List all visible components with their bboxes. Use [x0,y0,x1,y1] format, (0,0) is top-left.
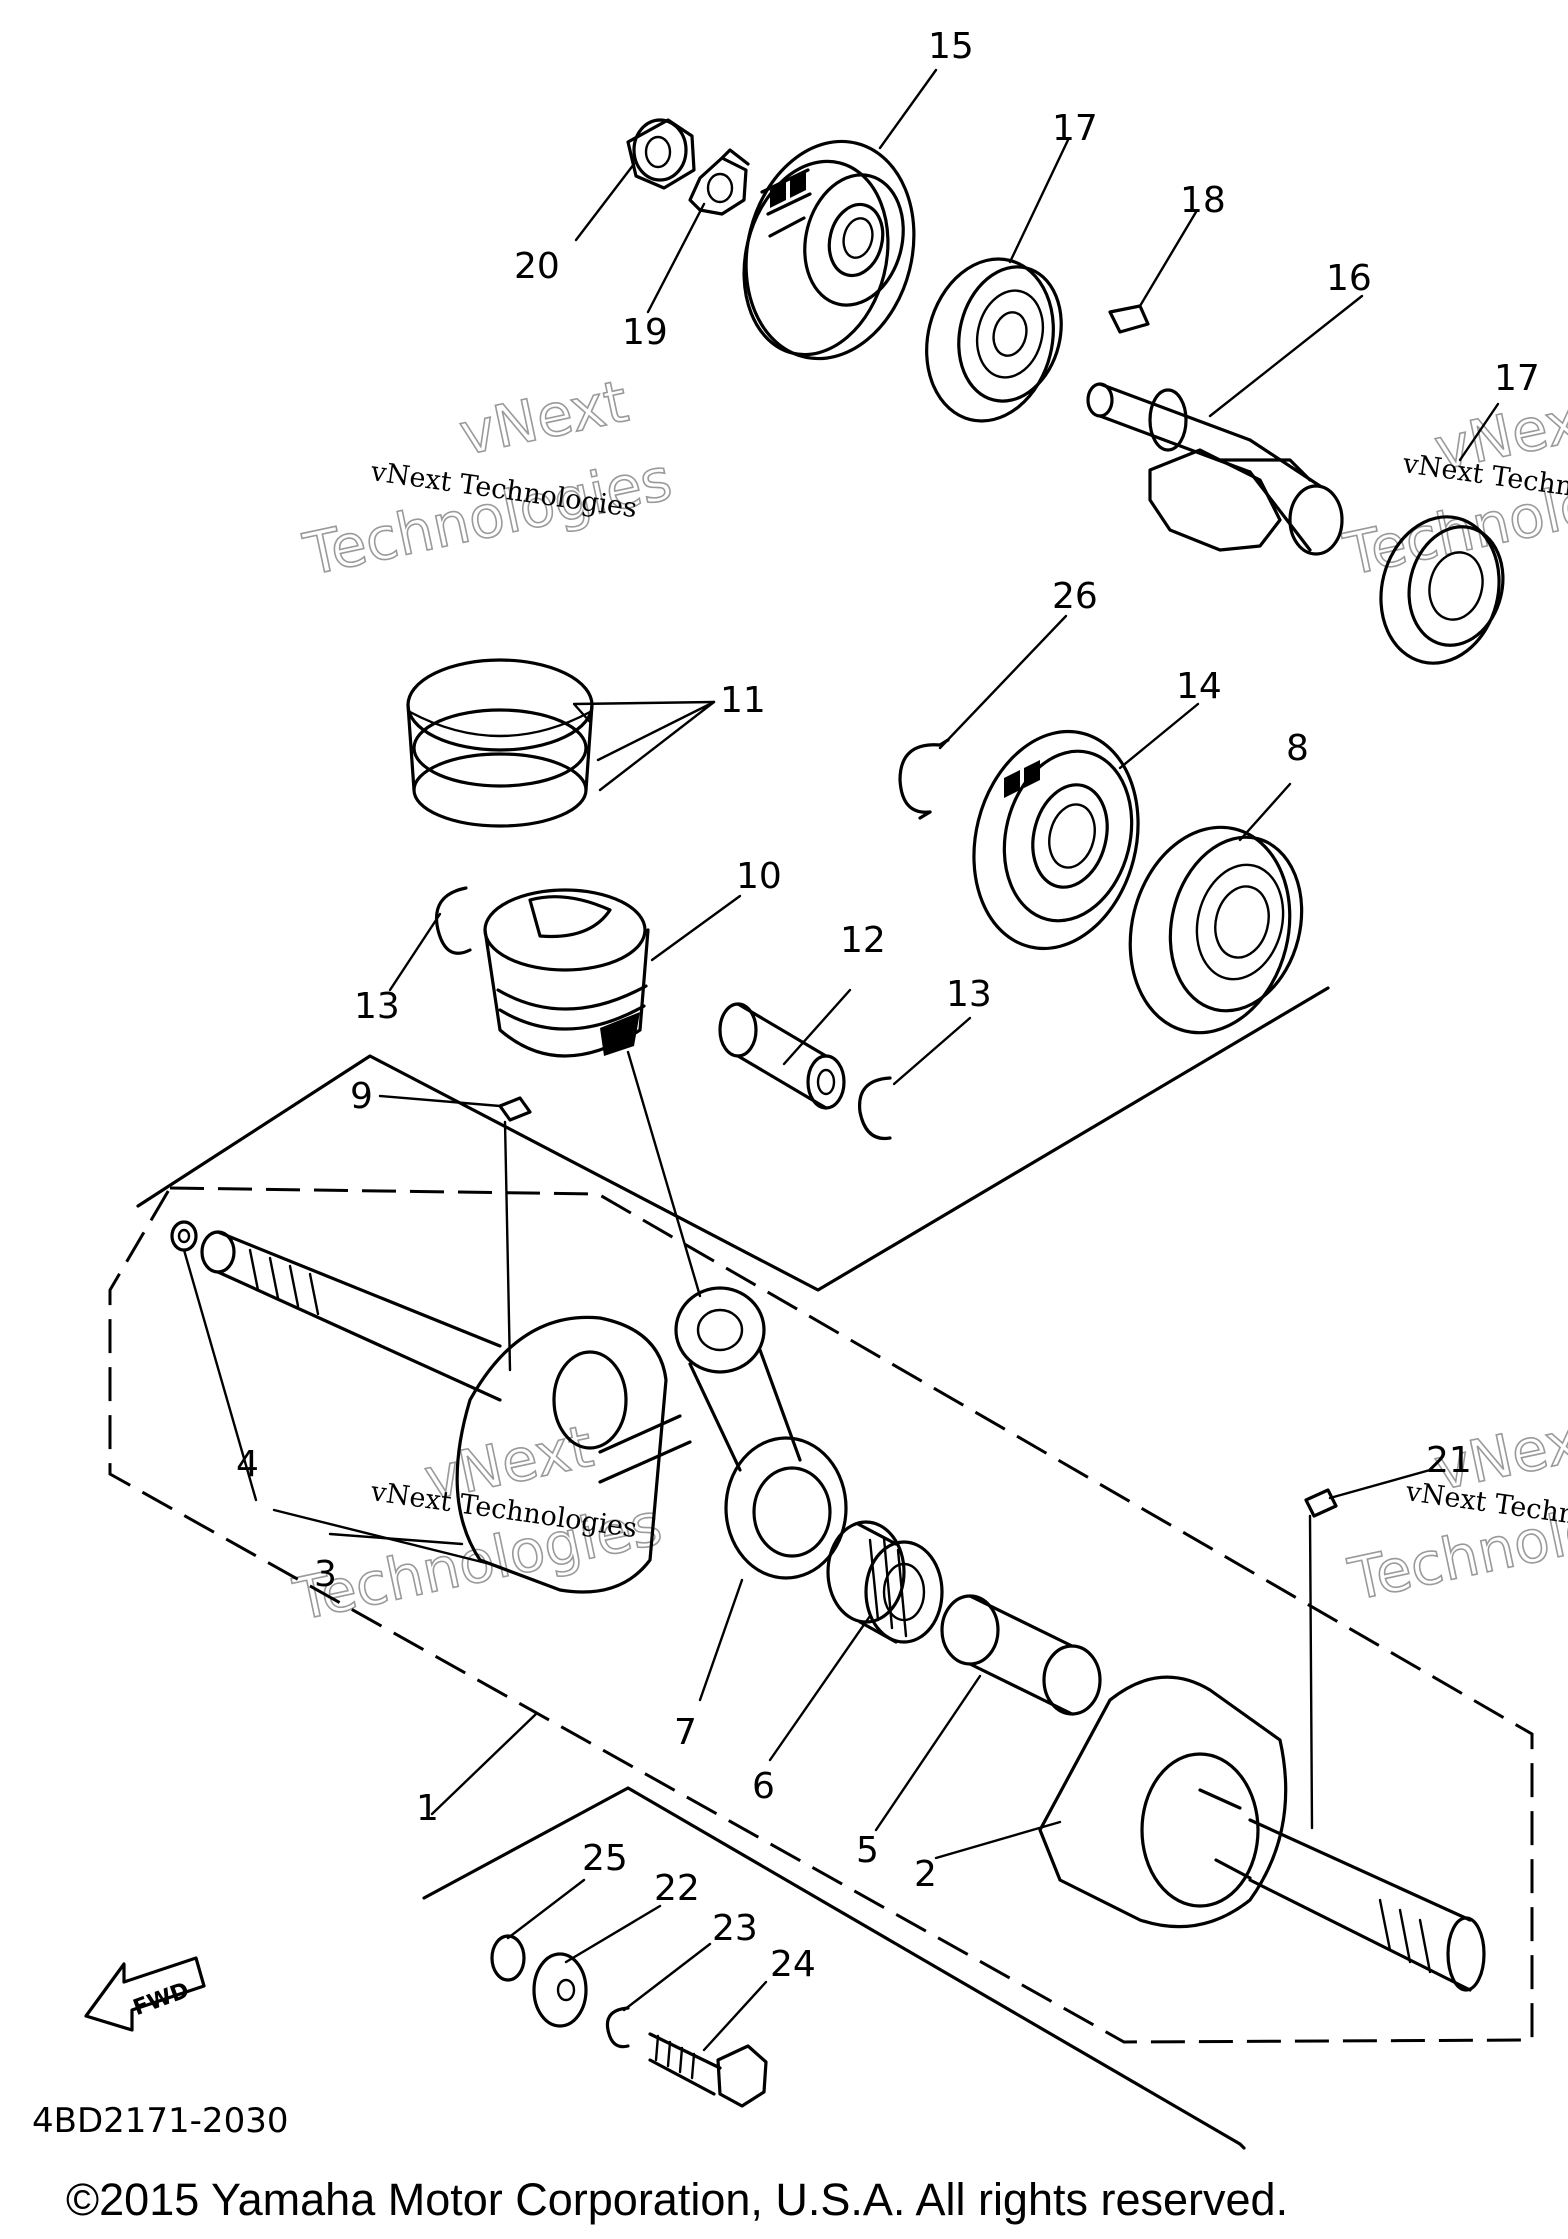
part-24-bolt [648,2032,768,2108]
callout-16: 16 [1326,258,1372,299]
part-16-balancer-shaft [1086,382,1344,556]
part-26-circlip [898,738,950,820]
watermark-right-bottom: vNext Technologies vNext Technologies [1342,1401,1568,1615]
callout-24: 24 [770,1944,816,1985]
crankshaft-assembly-outline [108,1186,1534,2044]
part-8-bearing [1128,825,1304,1035]
part-7-connecting-rod [674,1286,848,1580]
part-17-bearing-upper [925,257,1063,423]
part-20-nut [626,118,696,190]
part-10-piston [483,888,650,1058]
callout-9: 9 [350,1076,373,1117]
callout-labels: 15 17 18 16 17 20 19 26 14 8 11 10 12 13… [236,26,1540,1985]
part-18-key [1108,304,1150,334]
bottom-group-outline [422,1786,1246,2150]
callout-5: 5 [856,1830,879,1871]
fwd-label: FWD [130,1978,193,2021]
callout-8: 8 [1286,728,1309,769]
part-12-piston-pin [718,1002,846,1110]
piston-group-outline [136,986,1330,1292]
part-15-gear [742,139,916,361]
part-14-gear [972,729,1140,951]
part-3-crank-left [200,1230,692,1594]
part-23-circlip [605,2006,630,2049]
callout-23: 23 [712,1908,758,1949]
watermark-right-top: vNext Technologies vNext Technologies [1337,381,1568,590]
part-17-bearing-right [1379,515,1505,665]
diagram-code: 4BD2171-2030 [32,2101,288,2141]
part-21-key [1304,1488,1338,1518]
callout-4: 4 [236,1444,259,1485]
part-5-crank-pin [940,1594,1102,1716]
watermark-outline: vNext [454,367,634,469]
part-19-lock-washer [688,148,750,216]
part-25-o-ring [490,1934,526,1982]
copyright-notice: ©2015 Yamaha Motor Corporation, U.S.A. A… [66,2174,1288,2225]
part-13-circlip-left [435,886,472,955]
callout-6: 6 [752,1766,775,1807]
part-13-circlip-right [857,1076,892,1141]
callout-14: 14 [1176,666,1222,707]
callout-11: 11 [720,680,766,721]
watermark-top: vNext Technologies vNext Technologies [297,366,678,590]
part-2-crank-right [1038,1675,1486,1992]
callout-15: 15 [928,26,974,67]
callout-22: 22 [654,1868,700,1909]
callout-12: 12 [840,920,886,961]
part-11-piston-rings [406,658,594,828]
leader-lines [182,68,1500,2052]
callout-17: 17 [1494,358,1540,399]
part-22-washer [532,1952,588,2028]
callout-1: 1 [416,1788,439,1829]
fwd-arrow-icon: FWD [84,1956,206,2032]
callout-17: 17 [1052,108,1098,149]
part-9-key [498,1096,532,1122]
callout-3: 3 [314,1554,337,1595]
callout-18: 18 [1180,180,1226,221]
part-4-washer [170,1220,198,1252]
callout-13: 13 [946,974,992,1015]
callout-21: 21 [1426,1440,1472,1481]
watermark-middle: vNext Technologies vNext Technologies [287,1411,668,1635]
callout-20: 20 [514,246,560,287]
callout-13: 13 [354,986,400,1027]
callout-7: 7 [674,1712,697,1753]
callout-26: 26 [1052,576,1098,617]
callout-10: 10 [736,856,782,897]
callout-19: 19 [622,312,668,353]
callout-2: 2 [914,1854,937,1895]
callout-25: 25 [582,1838,628,1879]
part-6-needle-bearing [826,1520,944,1644]
